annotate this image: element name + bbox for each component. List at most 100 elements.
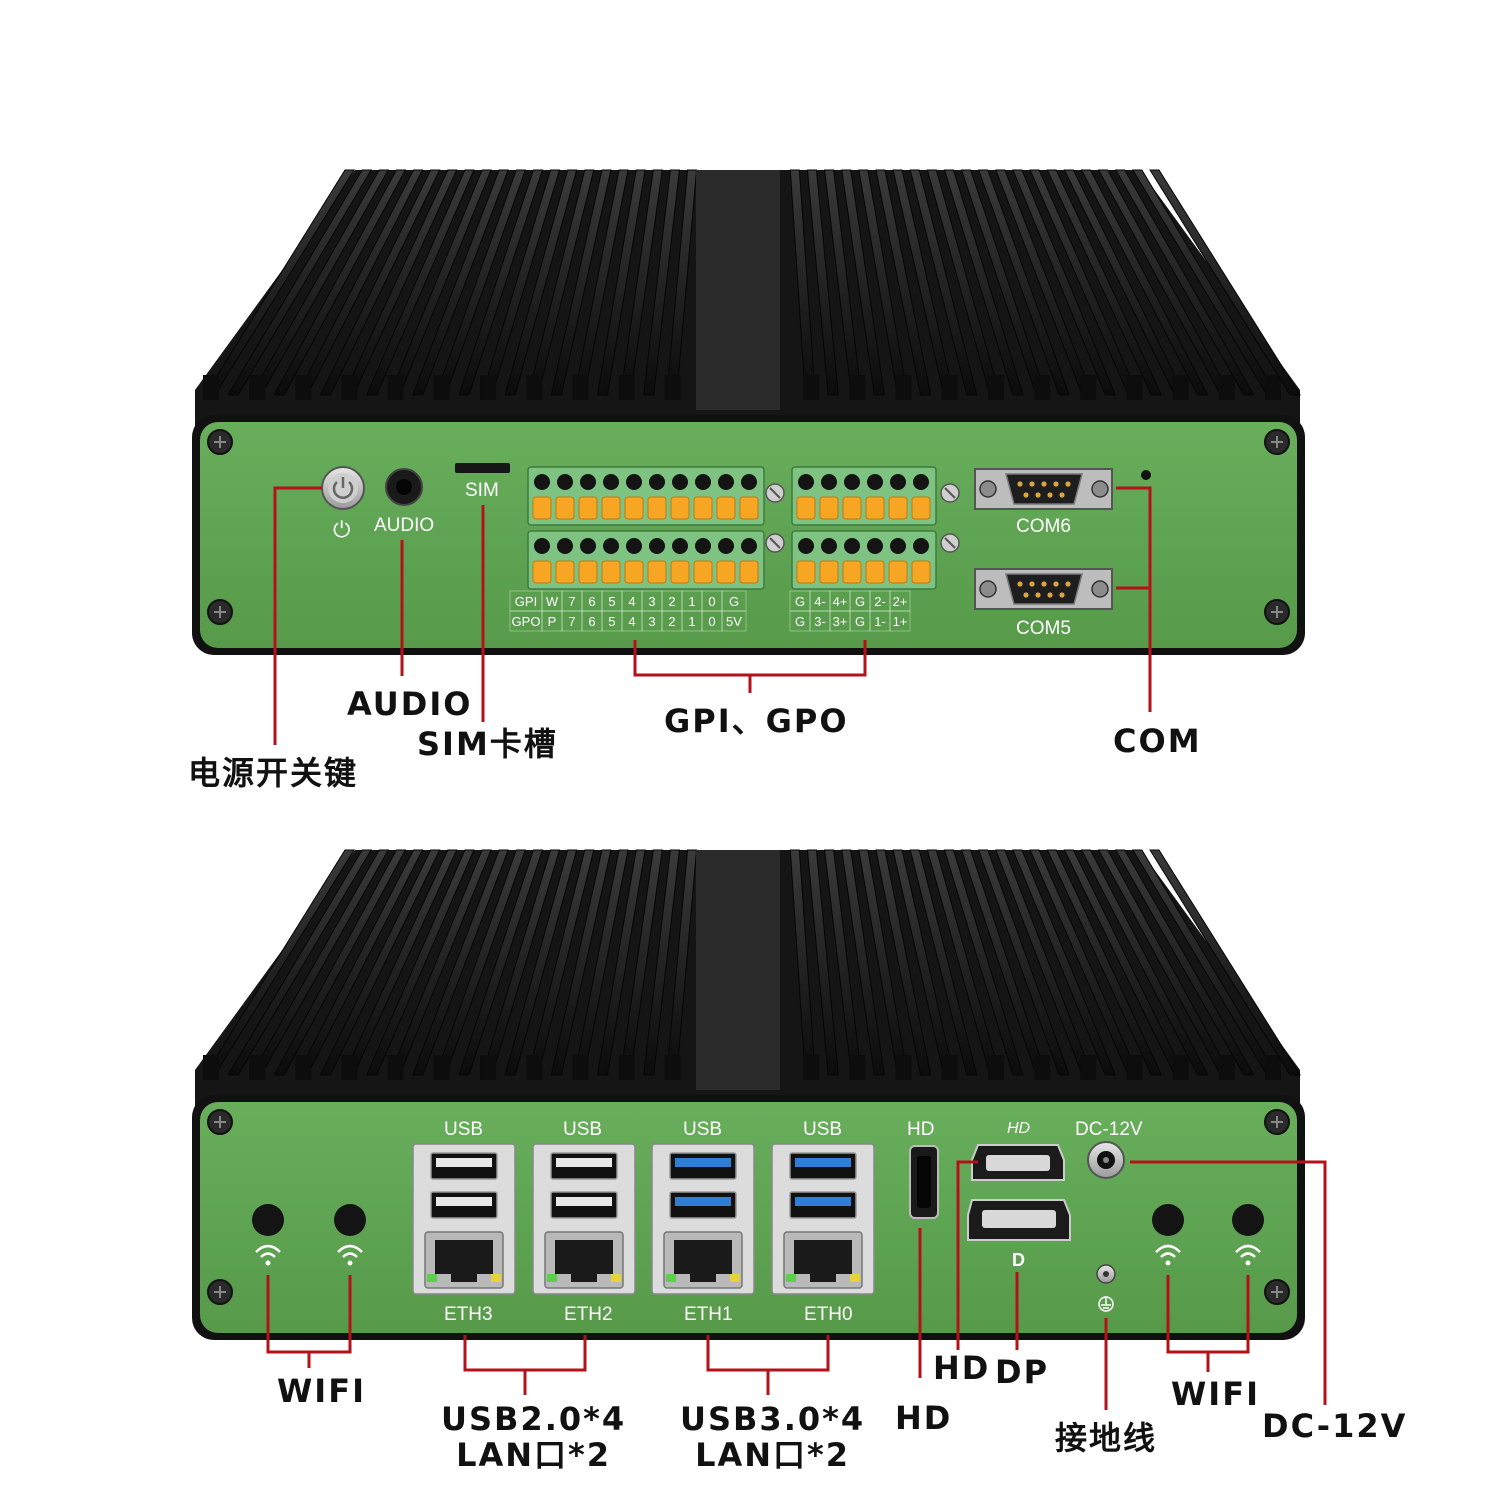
usb-port-icon[interactable]	[669, 1191, 737, 1219]
gpio-pin-label: 4	[628, 594, 635, 609]
antenna-hole-icon[interactable]	[252, 1204, 284, 1236]
displayport-icon[interactable]	[967, 1199, 1071, 1241]
panel-screws	[207, 429, 1290, 1305]
com5-panel-label: COM5	[1016, 618, 1071, 639]
antenna-hole-icon[interactable]	[1232, 1204, 1264, 1236]
power-symbol-label: ⏻	[333, 518, 350, 543]
usb-port-icon[interactable]	[430, 1152, 498, 1180]
terminal-block-icon[interactable]	[527, 466, 960, 590]
callout-gpio: GPI、GPO	[664, 702, 849, 740]
gpio-pin-label: 3	[648, 594, 655, 609]
gpio-pin-label: G	[729, 594, 739, 609]
rj45-port-icon[interactable]	[424, 1231, 504, 1289]
gpio-pin-label: GPI	[515, 594, 537, 609]
gpio-pin-label: 7	[568, 594, 575, 609]
callout-usb3-line1: USB3.0*4	[680, 1400, 866, 1438]
screw-icon	[1264, 1109, 1290, 1135]
callout-usb3-lan: USB3.0*4 LAN口*2	[680, 1400, 866, 1474]
callout-wifi-right: WIFI	[1171, 1375, 1260, 1413]
dc-panel-label: DC-12V	[1075, 1119, 1143, 1140]
gpio-pin-label: P	[548, 614, 557, 629]
rj45-port-icon[interactable]	[783, 1231, 863, 1289]
callout-dp: DP	[995, 1353, 1050, 1391]
gpio-pin-label: 5	[608, 594, 615, 609]
ground-icon[interactable]	[1096, 1264, 1116, 1312]
gpio-pin-label: 2	[668, 614, 675, 629]
audio-jack-icon[interactable]	[385, 468, 423, 506]
gpio-pin-label: 6	[588, 614, 595, 629]
antenna-hole-icon[interactable]	[1152, 1204, 1184, 1236]
gpio-pin-label: 0	[708, 594, 715, 609]
gpio-pin-label: 5V	[726, 614, 742, 629]
gpio-pin-label: 1-	[874, 614, 886, 629]
callout-com: COM	[1113, 722, 1202, 760]
callout-usb2-line1: USB2.0*4	[441, 1400, 627, 1438]
gpio-pin-label: 3	[648, 614, 655, 629]
dc-jack-icon[interactable]	[1087, 1141, 1125, 1179]
usb-port-icon[interactable]	[669, 1152, 737, 1180]
callout-usb3-line2: LAN口*2	[695, 1435, 851, 1474]
usb-port-icon[interactable]	[430, 1191, 498, 1219]
gpio-pin-label: 0	[708, 614, 715, 629]
db9-connector-icon[interactable]	[974, 568, 1113, 610]
gpio-pin-label: 6	[588, 594, 595, 609]
rj45-port-icon[interactable]	[544, 1231, 624, 1289]
hd-logo-icon: HD	[1007, 1120, 1031, 1137]
gpio-pin-label: 3-	[814, 614, 826, 629]
gpio-pin-label: 3+	[833, 614, 848, 629]
gpio-pin-label: 5	[608, 614, 615, 629]
callout-audio: AUDIO	[347, 685, 473, 723]
usb-lan-stacks	[412, 1143, 875, 1295]
callout-usb2-lan: USB2.0*4 LAN口*2	[441, 1400, 627, 1474]
sim-slot-icon[interactable]	[455, 463, 510, 473]
usb-port-icon[interactable]	[550, 1152, 618, 1180]
heatsink-fins	[203, 169, 1301, 400]
usb-port-icon[interactable]	[789, 1152, 857, 1180]
gpio-pin-label: 1	[688, 614, 695, 629]
usb-panel-label: USB	[803, 1119, 842, 1140]
screw-icon	[1264, 429, 1290, 455]
wifi-antennas	[252, 1204, 1264, 1266]
sim-panel-label: SIM	[465, 480, 499, 501]
screw-icon	[1264, 599, 1290, 625]
screw-icon	[207, 599, 233, 625]
antenna-hole-icon[interactable]	[334, 1204, 366, 1236]
rj45-port-icon[interactable]	[663, 1231, 743, 1289]
usb-port-icon[interactable]	[789, 1191, 857, 1219]
hdmi-port-icon[interactable]	[971, 1144, 1065, 1181]
gpio-pin-label: G	[795, 594, 805, 609]
callout-ground: 接地线	[1055, 1419, 1158, 1457]
usb-panel-label: USB	[444, 1119, 483, 1140]
gpio-pin-label: 2+	[893, 594, 908, 609]
gpio-pin-label: GPO	[512, 614, 541, 629]
callout-power-switch: 电源开关键	[188, 754, 359, 792]
gpio-pin-label: 7	[568, 614, 575, 629]
heatsink-fins	[203, 849, 1301, 1080]
gpio-pin-label: 2	[668, 594, 675, 609]
screw-icon	[207, 1109, 233, 1135]
db9-connector-icon[interactable]	[974, 468, 1113, 510]
callout-usb2-line2: LAN口*2	[456, 1435, 612, 1474]
eth-panel-label: ETH2	[564, 1304, 613, 1325]
usb-port-icon[interactable]	[550, 1191, 618, 1219]
power-button-icon[interactable]	[321, 466, 365, 510]
callout-hd-lower: HD	[895, 1399, 953, 1437]
wifi-icon	[1235, 1244, 1261, 1266]
hdmi-port-icon[interactable]	[909, 1145, 939, 1219]
gpio-pin-label: 1	[688, 594, 695, 609]
gpio-pin-label: 2-	[874, 594, 886, 609]
callout-lines	[266, 486, 1327, 1410]
eth-panel-label: ETH1	[684, 1304, 733, 1325]
callout-sim-slot: SIM卡槽	[417, 725, 558, 763]
eth-panel-label: ETH3	[444, 1304, 493, 1325]
screw-icon	[207, 429, 233, 455]
eth-panel-label: ETH0	[804, 1304, 853, 1325]
usb-panel-label: USB	[683, 1119, 722, 1140]
wifi-icon	[255, 1244, 281, 1266]
led-indicator	[1141, 470, 1151, 480]
hd-panel-label: HD	[907, 1119, 934, 1140]
gpio-pin-label: 4+	[833, 594, 848, 609]
